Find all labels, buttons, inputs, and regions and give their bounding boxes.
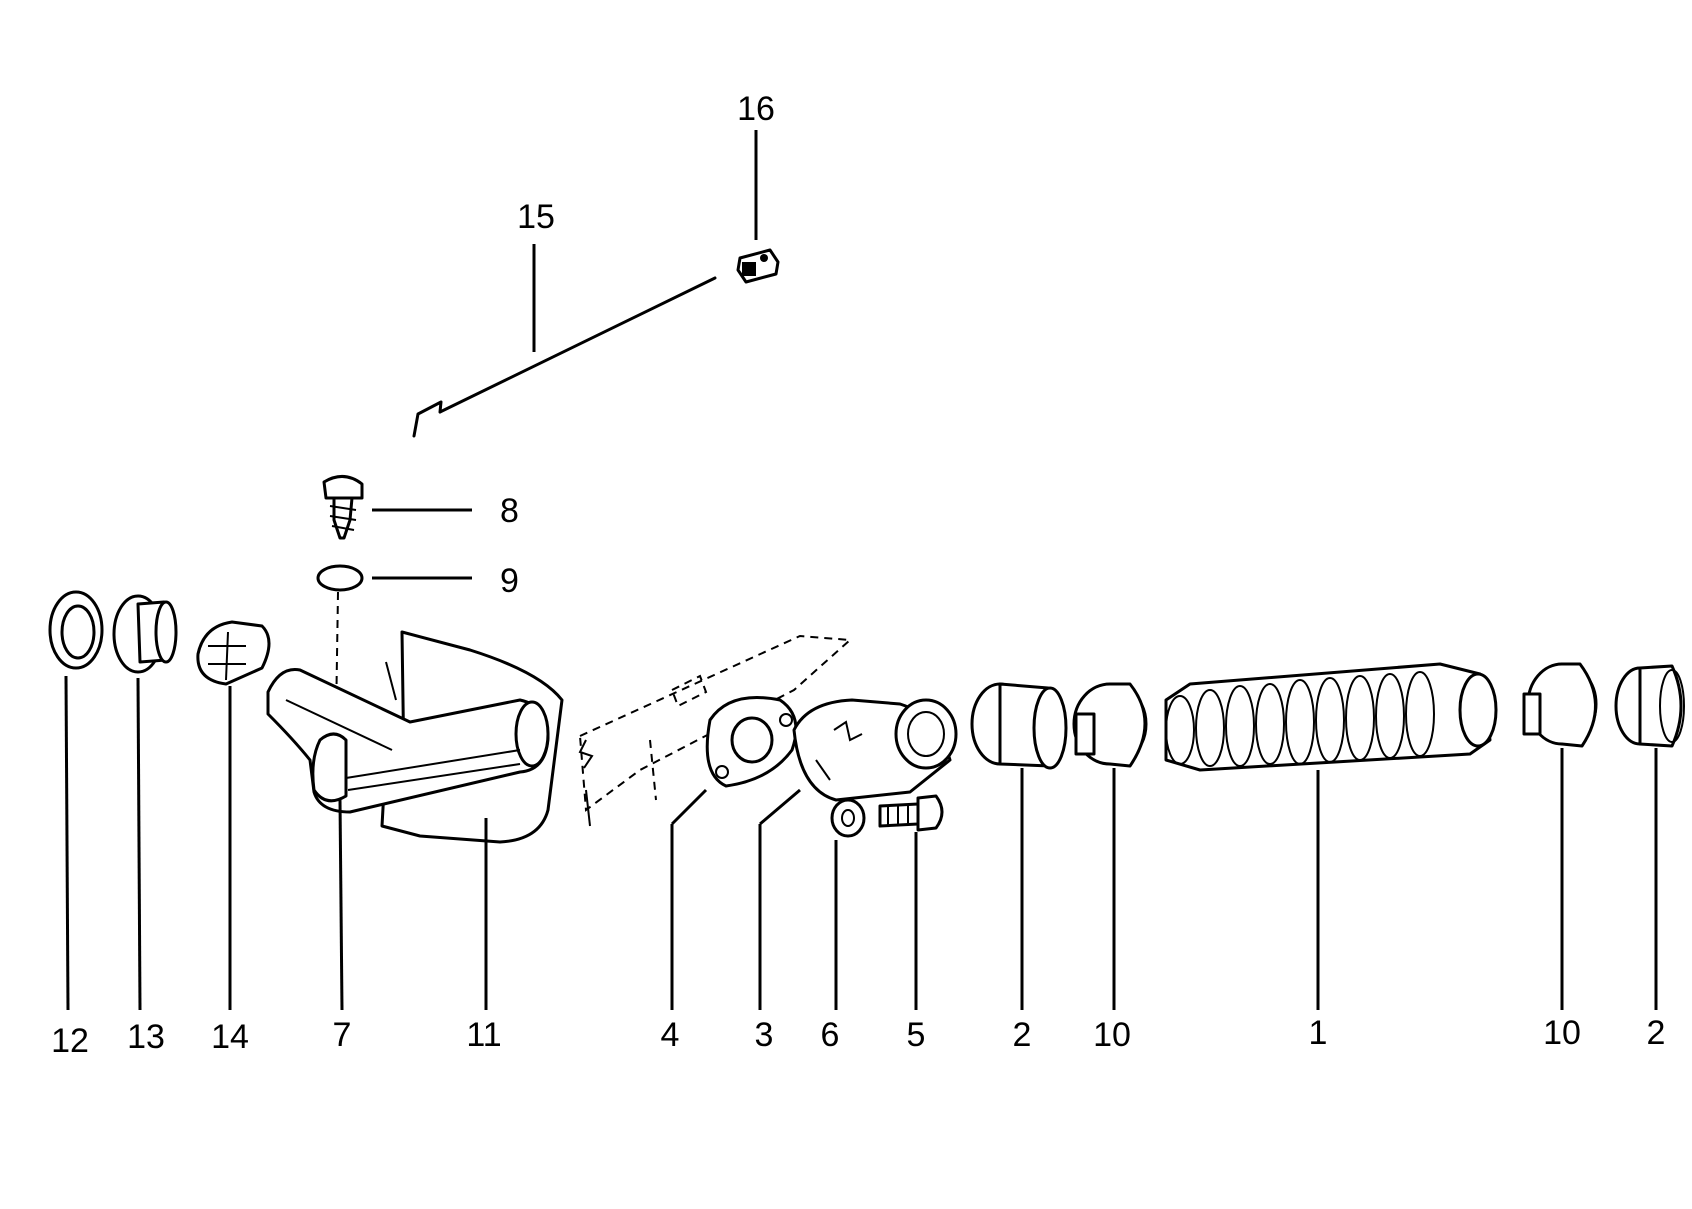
callout-12: 12 xyxy=(51,1022,89,1060)
body-frame-section xyxy=(578,634,853,827)
callout-7: 7 xyxy=(333,1016,352,1054)
callout-10-left: 10 xyxy=(1093,1016,1131,1054)
callout-5: 5 xyxy=(907,1016,926,1054)
part-1-bellows xyxy=(1164,662,1498,772)
callout-9: 9 xyxy=(500,562,519,600)
callout-4: 4 xyxy=(661,1016,680,1054)
callout-16: 16 xyxy=(737,90,775,128)
callout-6: 6 xyxy=(821,1016,840,1054)
part-3-flange-pipe xyxy=(792,698,958,802)
part-9-plug xyxy=(316,564,364,592)
callout-14: 14 xyxy=(211,1018,249,1056)
part-7-y-pipe xyxy=(266,667,550,814)
part-2-sleeve-left xyxy=(970,682,1068,770)
part-16-clip xyxy=(736,248,780,284)
callout-2-right: 2 xyxy=(1647,1014,1666,1052)
part-2-sleeve-right xyxy=(1614,664,1685,748)
leader-lines xyxy=(64,130,1658,1011)
part-5-bolt xyxy=(878,794,944,832)
callout-3: 3 xyxy=(755,1016,774,1054)
callout-2-left: 2 xyxy=(1013,1016,1032,1054)
part-4-gasket xyxy=(705,696,798,788)
part-10-clamp-right xyxy=(1522,662,1598,748)
callout-labels: 16 15 8 9 12 13 14 7 11 4 3 6 5 2 10 1 1… xyxy=(51,90,1665,1060)
callout-1: 1 xyxy=(1309,1014,1328,1052)
part-10-clamp-left xyxy=(1072,682,1148,768)
callout-8: 8 xyxy=(500,492,519,530)
part-8-screw xyxy=(322,475,364,540)
part-15-rod xyxy=(412,276,717,438)
part-6-washer xyxy=(830,798,866,838)
callout-11: 11 xyxy=(466,1016,501,1054)
part-12-ring xyxy=(48,590,104,670)
callout-13: 13 xyxy=(127,1018,165,1056)
part-13-grommet xyxy=(112,594,178,674)
part-14-flap xyxy=(196,620,271,686)
callout-10-right: 10 xyxy=(1543,1014,1581,1052)
callout-15: 15 xyxy=(517,198,555,236)
